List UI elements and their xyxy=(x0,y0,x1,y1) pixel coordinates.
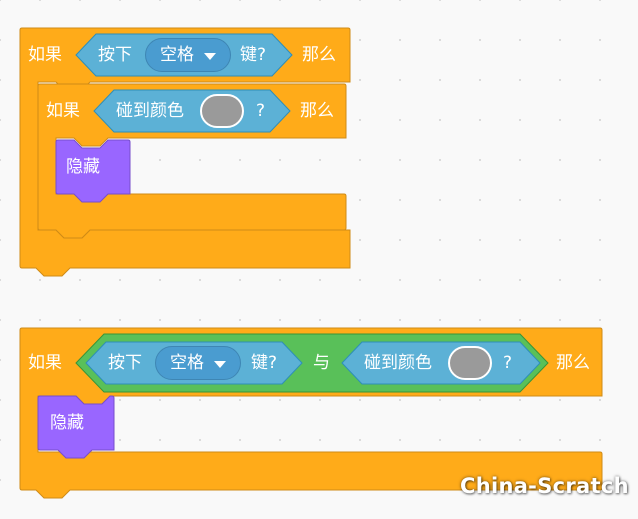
touching-color-suffix-2: ? xyxy=(503,353,513,373)
watermark-text: China-Scratch xyxy=(460,474,629,498)
outer-if-label: 如果 xyxy=(28,45,62,65)
hide-label-1: 隐藏 xyxy=(66,157,100,177)
and-operator-label: 与 xyxy=(313,353,330,373)
touching-color-label-2: 碰到颜色 xyxy=(364,353,432,373)
key-dropdown-value-2: 空格 xyxy=(170,353,204,373)
key-dropdown[interactable]: 空格 xyxy=(145,38,231,72)
hide-label-2: 隐藏 xyxy=(50,413,84,433)
key-dropdown-value: 空格 xyxy=(160,45,194,65)
touching-color-boolean-2[interactable] xyxy=(341,341,541,385)
outer-then-label: 那么 xyxy=(302,45,336,65)
hide-block-2[interactable] xyxy=(37,395,115,459)
inner-then-label: 那么 xyxy=(300,101,334,121)
key-pressed-suffix-2: 键? xyxy=(251,353,278,373)
touching-color-suffix: ? xyxy=(256,101,266,121)
hide-block-1[interactable] xyxy=(55,139,131,203)
color-picker-swatch[interactable] xyxy=(200,94,244,128)
outer-if-block[interactable] xyxy=(19,27,351,277)
touching-color-label: 碰到颜色 xyxy=(116,101,184,121)
key-dropdown-2[interactable]: 空格 xyxy=(155,346,241,380)
chevron-down-icon xyxy=(204,53,216,60)
key-pressed-suffix: 键? xyxy=(240,45,267,65)
key-pressed-prefix: 按下 xyxy=(98,45,132,65)
then-label-2: 那么 xyxy=(556,353,590,373)
key-pressed-prefix-2: 按下 xyxy=(108,353,142,373)
inner-if-label: 如果 xyxy=(46,101,80,121)
chevron-down-icon xyxy=(214,361,226,368)
if-label-2: 如果 xyxy=(28,353,62,373)
color-picker-swatch-2[interactable] xyxy=(448,346,492,380)
